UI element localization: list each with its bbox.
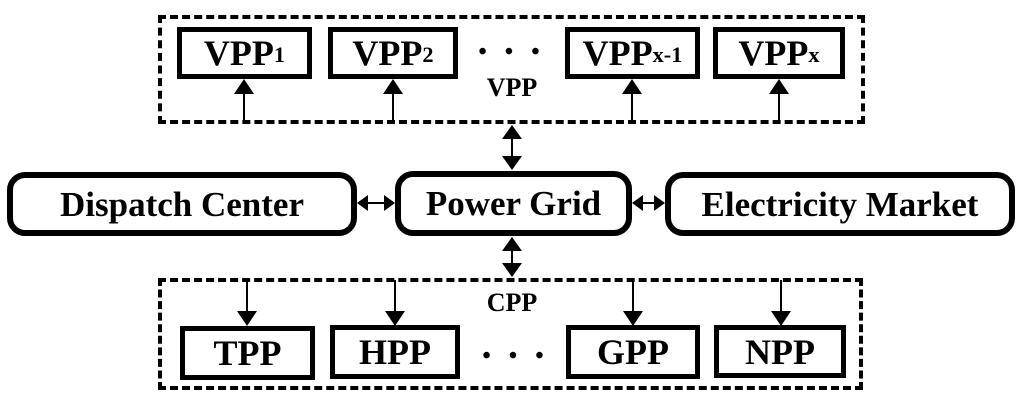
- node-dispatch-center: Dispatch Center: [7, 172, 357, 236]
- electricity-market-label: Electricity Market: [701, 184, 979, 224]
- node-gpp-label: GPP: [597, 332, 669, 372]
- node-electricity-market: Electricity Market: [665, 172, 1015, 236]
- node-vpp-x-1-label: VPP: [582, 33, 653, 73]
- node-hpp: HPP: [330, 325, 460, 379]
- node-vpp-x-label: VPP: [738, 33, 809, 73]
- node-power-grid: Power Grid: [395, 171, 632, 236]
- node-vpp-1-label: VPP: [203, 33, 274, 73]
- cpp-group-label: CPP: [486, 288, 538, 317]
- vpp-group-label: VPP: [486, 73, 538, 102]
- arrow-grid-vpp: [502, 125, 522, 170]
- dispatch-center-label: Dispatch Center: [60, 184, 304, 224]
- arrow-dispatch-grid: [357, 195, 395, 211]
- vpp-ellipsis: • • •: [478, 39, 542, 65]
- node-npp: NPP: [714, 325, 846, 378]
- node-tpp-label: TPP: [213, 333, 282, 373]
- arrow-grid-market: [632, 195, 665, 211]
- power-grid-label: Power Grid: [425, 184, 602, 223]
- node-tpp: TPP: [180, 326, 315, 380]
- node-hpp-label: HPP: [359, 332, 431, 372]
- node-vpp-2-label: VPP: [352, 33, 423, 73]
- vpp-group-box: [158, 15, 865, 124]
- node-gpp: GPP: [566, 325, 700, 379]
- arrow-grid-cpp: [502, 237, 522, 277]
- cpp-ellipsis: • • •: [482, 343, 546, 369]
- node-npp-label: NPP: [745, 331, 815, 372]
- cpp-group-box: [158, 278, 863, 390]
